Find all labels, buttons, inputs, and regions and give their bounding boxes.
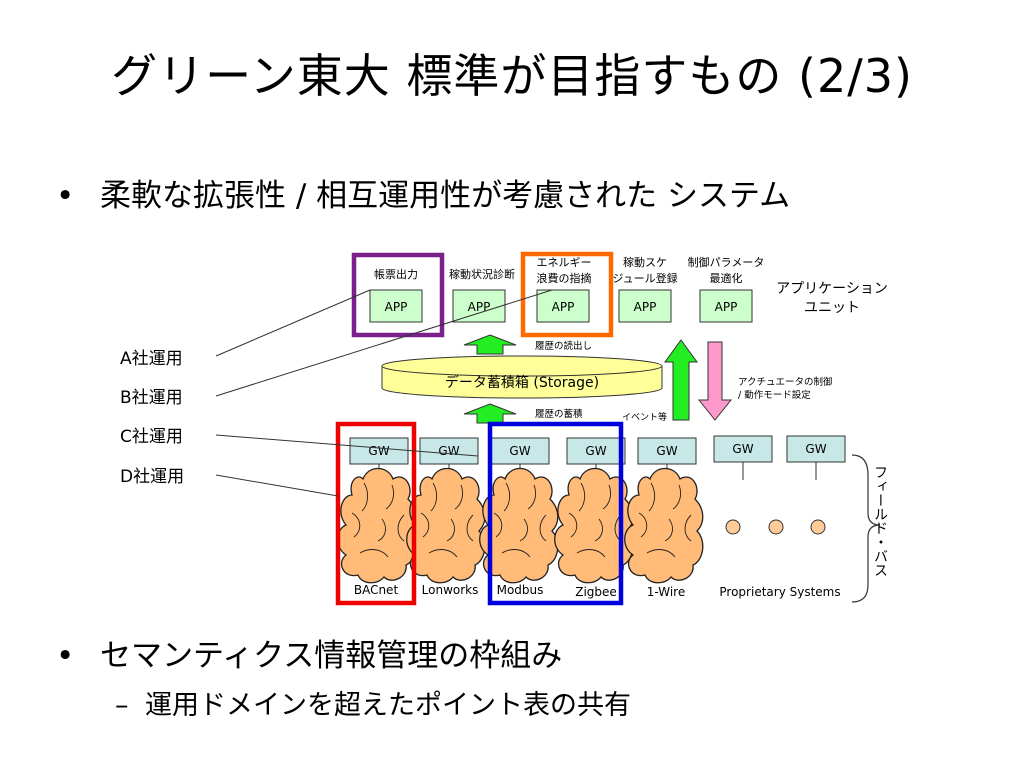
app-label-5: APP bbox=[715, 300, 738, 314]
app-box-2 bbox=[452, 289, 506, 323]
operator-c-frame bbox=[335, 421, 417, 606]
history-store-label: 履歴の蓄積 bbox=[535, 408, 583, 420]
proprietary-device-dot-2 bbox=[768, 519, 784, 535]
app-box-4 bbox=[618, 289, 672, 323]
actuator-label-line2: / 動作モード設定 bbox=[738, 389, 811, 401]
app-title-4-line1: 稼動スケ bbox=[623, 255, 667, 269]
history-read-arrow bbox=[463, 334, 517, 355]
gw-box-7 bbox=[786, 435, 846, 463]
gw-box-3 bbox=[490, 437, 550, 465]
gw-label-7: GW bbox=[805, 442, 826, 456]
bullet-dot: • bbox=[56, 638, 75, 674]
history-store-arrow bbox=[463, 403, 517, 424]
event-up-arrow bbox=[664, 339, 698, 421]
gw-label-2: GW bbox=[438, 444, 459, 458]
gw-label-1: GW bbox=[368, 444, 389, 458]
field-bus-label: フィールド・バス bbox=[872, 465, 888, 577]
event-label: イベント等 bbox=[622, 411, 667, 423]
operator-c-leader bbox=[215, 434, 479, 457]
network-label-zigbee: Zigbee bbox=[575, 585, 617, 599]
sub-bullet-dash: – bbox=[115, 690, 129, 721]
app-unit-label-line2: ユニット bbox=[804, 300, 860, 316]
sub-bullet-text: 運用ドメインを超えたポイント表の共有 bbox=[145, 690, 631, 721]
operator-label-a: A社運用 bbox=[120, 349, 183, 369]
gw-label-5: GW bbox=[656, 444, 677, 458]
app-title-2: 稼動状況診断 bbox=[449, 267, 515, 281]
gw-label-6: GW bbox=[732, 442, 753, 456]
gw-box-1 bbox=[349, 437, 409, 465]
gw-box-6 bbox=[713, 435, 773, 463]
operator-d-leader bbox=[215, 474, 339, 497]
operator-label-b: B社運用 bbox=[120, 388, 183, 408]
app-label-3: APP bbox=[552, 300, 575, 314]
app-title-5-line2: 最適化 bbox=[710, 271, 743, 285]
bullet-dot: • bbox=[56, 178, 75, 214]
app-box-5 bbox=[699, 289, 753, 323]
history-read-label: 履歴の読出し bbox=[535, 340, 592, 352]
storage-label: データ蓄積箱 (Storage) bbox=[445, 374, 599, 391]
app-title-4-line2: ジュール登録 bbox=[612, 271, 677, 285]
proprietary-device-dot-1 bbox=[725, 519, 741, 535]
gw-box-4 bbox=[566, 437, 626, 465]
storage-cylinder bbox=[381, 355, 663, 399]
app-title-3-line2: 浪費の指摘 bbox=[537, 271, 592, 285]
bullet-semantics: • セマンティクス情報管理の枠組み bbox=[56, 636, 563, 676]
app-unit-label-line1: アプリケーション bbox=[776, 281, 888, 297]
app-title-3-line1: エネルギー bbox=[537, 256, 592, 269]
proprietary-device-dot-3 bbox=[810, 519, 826, 535]
bullet-flexible-system: • 柔軟な拡張性 / 相互運用性が考慮された システム bbox=[56, 176, 791, 216]
operator-d-frame bbox=[487, 421, 624, 606]
sub-bullet-point-table: – 運用ドメインを超えたポイント表の共有 bbox=[115, 688, 631, 724]
operator-b-leader bbox=[215, 289, 553, 397]
app-box-1 bbox=[369, 289, 423, 323]
app-label-4: APP bbox=[634, 300, 657, 314]
bacnet-cloud bbox=[337, 467, 417, 584]
network-label-lonworks: Lonworks bbox=[422, 583, 479, 597]
lonworks-cloud bbox=[406, 467, 486, 584]
operator-label-d: D社運用 bbox=[120, 467, 184, 487]
network-label-bacnet: BACnet bbox=[354, 583, 399, 597]
actuator-label-line1: アクチュエータの制御 bbox=[738, 376, 833, 388]
operator-b-app-frame bbox=[520, 251, 614, 338]
app-label-2: APP bbox=[468, 300, 491, 314]
app-title-5-line1: 制御パラメータ bbox=[688, 255, 765, 269]
operator-label-c: C社運用 bbox=[120, 427, 183, 447]
app-label-1: APP bbox=[385, 300, 408, 314]
app-title-1: 帳票出力 bbox=[374, 267, 418, 281]
network-label-proprietary: Proprietary Systems bbox=[719, 585, 840, 599]
onewire-cloud bbox=[624, 467, 704, 584]
actuator-down-arrow bbox=[697, 341, 733, 421]
gw-label-3: GW bbox=[509, 444, 530, 458]
field-bus-brace bbox=[851, 454, 881, 603]
network-label-1wire: 1-Wire bbox=[647, 585, 685, 599]
slide-title: グリーン東大 標準が目指すもの (2/3) bbox=[111, 49, 913, 103]
network-label-modbus: Modbus bbox=[497, 583, 544, 597]
bullet-text: セマンティクス情報管理の枠組み bbox=[100, 638, 563, 674]
app-box-3 bbox=[536, 289, 590, 323]
operator-a-app-frame bbox=[351, 252, 445, 338]
operator-a-leader bbox=[215, 289, 371, 357]
bullet-text: 柔軟な拡張性 / 相互運用性が考慮された システム bbox=[100, 178, 791, 214]
gw-label-4: GW bbox=[585, 444, 606, 458]
